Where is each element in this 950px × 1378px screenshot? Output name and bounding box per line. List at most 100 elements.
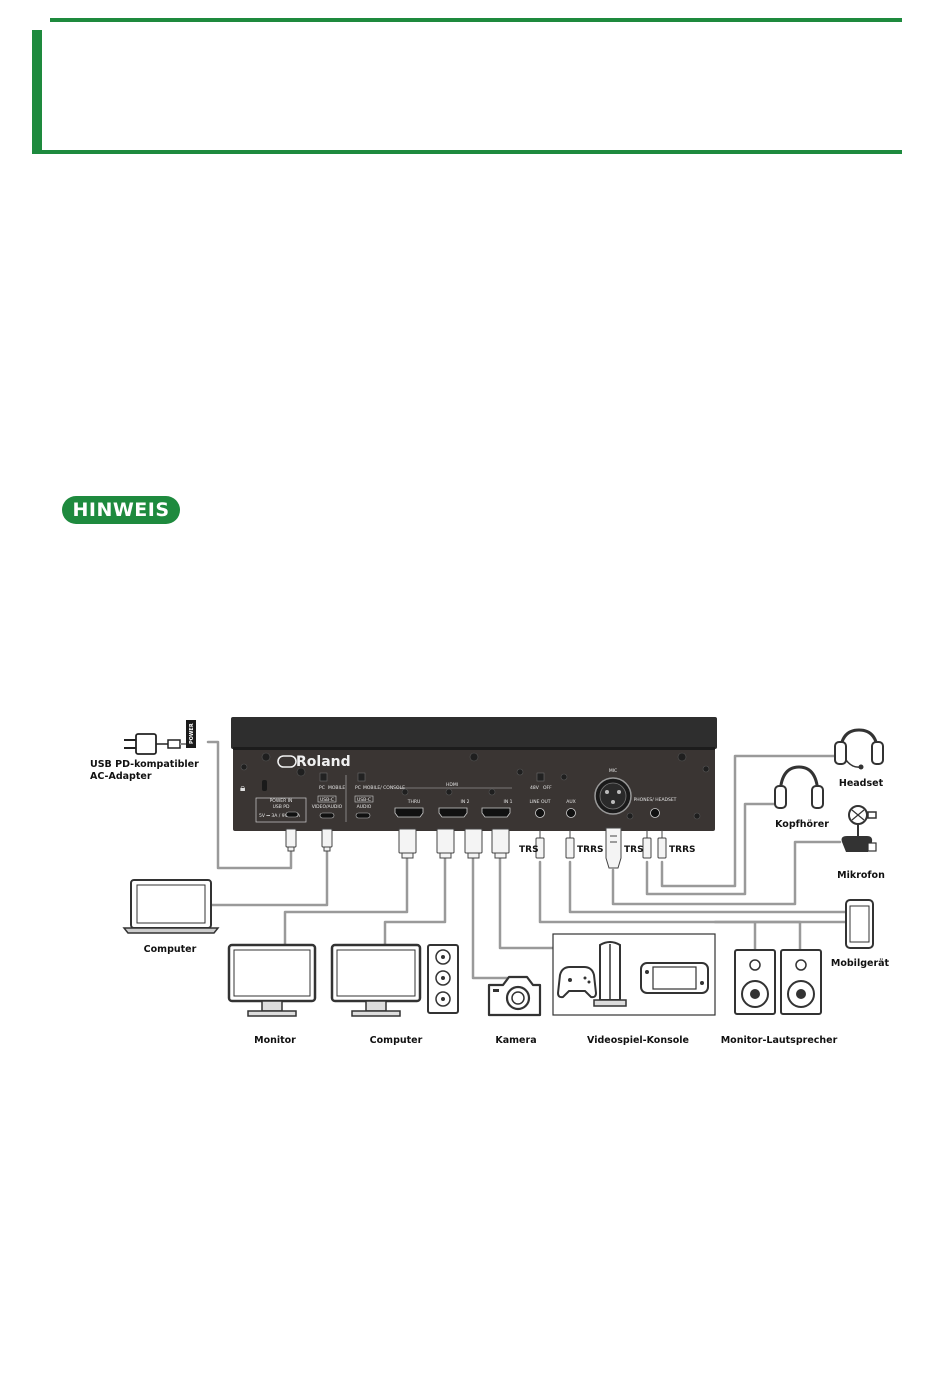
svg-text:VIDEO/AUDIO: VIDEO/AUDIO [312,804,343,810]
lock-icon: 🔒︎ [240,783,245,794]
hdmi-plug-thru [398,828,417,854]
header-side-bar [32,30,42,152]
adapter-power-tag: POWER [189,723,195,744]
cable-aux-trrs [568,860,847,914]
trs-plug-phones [642,837,652,859]
cable-speakers [713,920,802,952]
svg-text:PHONES/ HEADSET: PHONES/ HEADSET [634,797,677,803]
cable-headset [660,754,842,888]
svg-text:THRU: THRU [407,799,421,805]
camera-icon [487,975,542,1017]
microphone-icon [841,805,877,852]
hdmi-plug-cam [464,828,483,854]
phantom-switch [536,772,545,782]
label-microphone: Mikrofon [837,870,885,881]
cables [206,740,847,980]
device-panel [233,747,715,831]
label-computer: Computer [369,1035,423,1046]
plug-label-trrs: TRRS [669,845,695,855]
svg-text:PC: PC [355,785,361,791]
speakers-icon [734,949,822,1015]
plug-labels: TRS TRRS TRS TRRS [519,845,695,855]
xlr-plug [605,827,622,869]
mobile-icon [845,899,874,949]
trrs-plug-aux [565,837,575,859]
svg-text:MOBILE/ CONSOLE: MOBILE/ CONSOLE [363,785,405,791]
svg-text:48V: 48V [530,785,540,791]
label-monitor: Monitor [254,1035,296,1046]
svg-text:USB-C: USB-C [357,797,371,803]
usb-c-power-port [285,811,299,818]
label-adapter: USB PD-kompatibler AC-Adapter [90,759,199,782]
kensington-slot [262,780,267,791]
svg-text:AUX: AUX [566,799,575,805]
screw [488,788,496,796]
screw [702,765,710,773]
hdmi-plug-in1 [491,828,510,854]
phones-headset-jack [650,808,660,818]
screw [677,752,687,762]
label-laptop: Computer [143,944,197,955]
screw [469,752,479,762]
pc-console-switch [357,772,366,782]
plugs [285,827,667,869]
cable-mic [611,840,842,906]
label-headset: Headset [838,778,884,789]
hdmi-thru-port [394,807,424,818]
screw [693,812,701,820]
cable-headphones [645,802,780,896]
computer-icon [330,943,459,1017]
cable-computer [383,856,447,947]
label-headphones: Kopfhörer [775,819,829,830]
headphones-icon [774,765,824,809]
ac-adapter-icon: POWER [124,720,196,755]
svg-text:OFF: OFF [543,785,552,791]
pc-mobile-switch [319,772,328,782]
plug-label-trs: TRS [624,845,644,855]
usb-c-plug-video [321,828,333,848]
laptop-icon [122,879,220,934]
svg-text:5V ⎓ 3A / 9V ⎓ 3A: 5V ⎓ 3A / 9V ⎓ 3A [259,813,301,819]
label-console: Videospiel-Konsole [587,1035,689,1046]
brand-logo-mark [277,755,297,768]
svg-text:AUDIO: AUDIO [357,804,372,810]
hdmi-plug-in2 [436,828,455,854]
device-top-cover [231,717,717,749]
svg-text:MIC: MIC [609,768,617,774]
screw [626,812,634,820]
screw [516,768,524,776]
plug-label-trrs: TRRS [577,845,603,855]
header-bottom-rule [32,150,902,154]
screw [296,767,306,777]
note-badge-label: HINWEIS [72,499,170,521]
svg-text:USB-C: USB-C [320,797,334,803]
device-rear-panel: Roland 🔒︎ POWER IN USB PD 5V ⎓ 3A / 9V ⎓… [231,717,717,831]
line-out-jack [535,808,545,818]
label-camera: Kamera [495,1035,537,1046]
label-mobile: Mobilgerät [830,958,890,969]
cable-console [498,856,555,950]
note-badge: HINWEIS [62,496,180,524]
header-top-rule [50,18,902,22]
screw [401,788,409,796]
power-in-box [255,797,307,823]
trrs-plug-headset [657,837,667,859]
svg-text:LINE OUT: LINE OUT [529,799,550,805]
hdmi-in2-port [438,807,468,818]
svg-text:HDMI: HDMI [446,782,458,788]
svg-text:IN 1: IN 1 [504,799,513,805]
cable-laptop [210,848,329,907]
screw [240,763,248,771]
screw [261,752,271,762]
label-speakers: Monitor-Lautsprecher [720,1035,838,1046]
brand-logo: Roland [296,754,351,770]
svg-text:MOBILE: MOBILE [328,785,345,791]
usb-c-audio-port [355,812,371,819]
headset-icon [834,728,884,770]
svg-text:POWER IN: POWER IN [270,798,293,804]
cable-camera [471,856,512,980]
cable-monitor [283,856,409,947]
screw [560,773,568,781]
aux-jack [566,808,576,818]
